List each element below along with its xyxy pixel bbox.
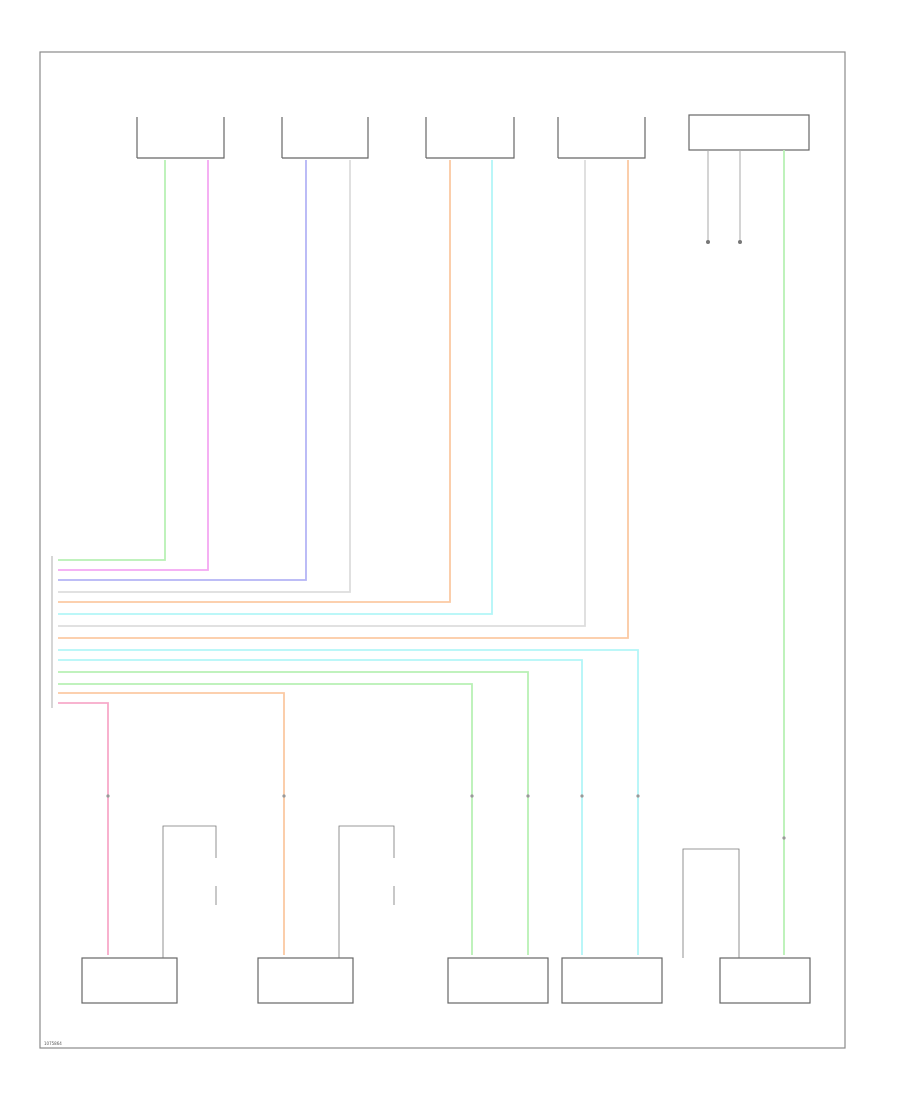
rear-seat-belt-switch <box>719 957 811 1004</box>
instrument-cluster <box>688 114 810 151</box>
connector-dots <box>106 794 786 840</box>
diagram-code: 1075864 <box>44 1041 62 1046</box>
wire-magenta-rr-speaker <box>58 160 209 571</box>
passenger-retractor <box>561 957 663 1004</box>
lf-buckle-switch-loop <box>162 825 217 958</box>
wire-cyan-passenger-retractor <box>58 649 639 955</box>
wire-green-rr-speaker <box>58 160 166 561</box>
bottom-components <box>81 957 811 1004</box>
wire-white-rc-speaker <box>58 160 586 627</box>
splice-dot-b <box>738 240 742 244</box>
splice-dot-a <box>706 240 710 244</box>
left-front-seatbelt-buckle <box>81 957 178 1004</box>
switch-loops <box>162 825 740 958</box>
diagram-frame <box>39 51 846 1049</box>
right-front-seatbelt-buckle <box>257 957 354 1004</box>
left-c-pillar-speaker <box>425 117 515 159</box>
rear-belt-switch-loop <box>682 848 740 958</box>
right-c-pillar-speaker <box>557 117 646 159</box>
right-rear-door-speaker <box>136 117 225 159</box>
wire-orange-rf-buckle <box>58 692 285 955</box>
wire-green-driver-retractor-2 <box>58 671 529 955</box>
top-components <box>136 114 810 159</box>
rf-buckle-switch-loop <box>338 825 395 958</box>
wire-cyan-lc-speaker <box>58 160 493 615</box>
wire-white-lr-speaker <box>58 160 351 593</box>
wire-green-driver-retractor <box>58 683 473 955</box>
wire-orange-lc-speaker <box>58 160 451 603</box>
wire-orange-rc-speaker <box>58 160 629 639</box>
wire-pink-lf-buckle <box>58 702 109 955</box>
driver-retractor <box>447 957 549 1004</box>
left-rear-door-speaker <box>281 117 369 159</box>
wire-cyan-passenger-retractor-2 <box>58 659 583 955</box>
cluster-ground-wires <box>707 150 741 240</box>
wire-blue-lr-speaker <box>58 160 307 581</box>
wire-group <box>58 150 785 955</box>
